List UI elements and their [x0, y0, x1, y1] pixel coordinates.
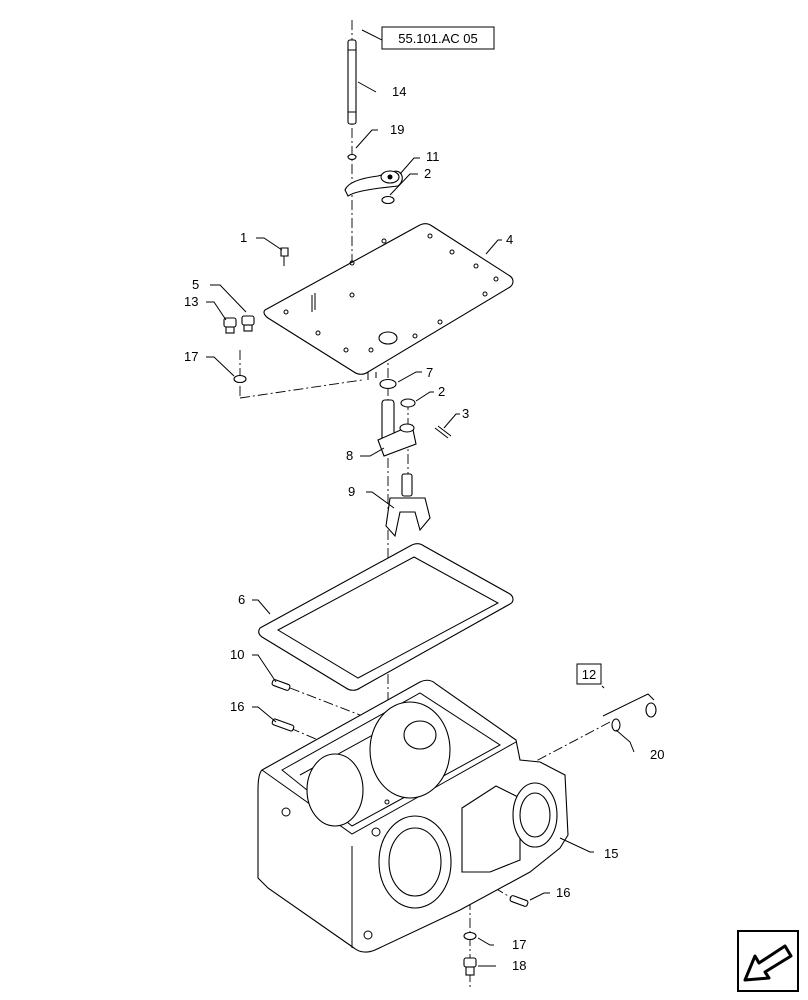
part-5-plug — [241, 315, 255, 332]
part-14-rod — [347, 39, 357, 125]
part-15-housing — [257, 679, 569, 953]
callout-9: 9 — [348, 484, 355, 499]
reference-box — [381, 26, 495, 50]
part-3-pin — [434, 427, 449, 439]
part-13-breather — [223, 317, 237, 334]
part-12-seal — [645, 702, 657, 718]
callout-2: 2 — [438, 384, 445, 399]
part-18-drain-plug — [463, 957, 477, 976]
part-1-bolt — [280, 247, 289, 266]
part-2-o-ring — [381, 195, 395, 205]
callout-1: 1 — [240, 230, 247, 245]
callout-13: 13 — [184, 294, 198, 309]
part-8-shift-shaft — [377, 399, 417, 457]
part-4-cover-plate — [263, 223, 514, 380]
leader-lines — [206, 29, 635, 967]
part-17-washer — [463, 931, 477, 941]
callout-16: 16 — [230, 699, 244, 714]
callout-4: 4 — [506, 232, 513, 247]
callout-11: 11 — [426, 149, 440, 164]
part-11-lever — [344, 170, 403, 197]
part-7-o-ring — [379, 378, 397, 390]
part-9-shift-fork — [385, 473, 431, 538]
callout-20: 20 — [650, 747, 664, 762]
callout-14: 14 — [392, 84, 406, 99]
callout-18: 18 — [512, 958, 526, 973]
kit-box-label: 12 — [582, 667, 596, 682]
previous-page-arrow-icon — [743, 944, 793, 982]
callout-17: 17 — [512, 937, 526, 952]
callout-8: 8 — [346, 448, 353, 463]
part-19-washer — [347, 153, 357, 161]
callout-10: 10 — [230, 647, 244, 662]
part-10-dowel — [271, 679, 291, 691]
callout-7: 7 — [426, 365, 433, 380]
callout-15: 15 — [604, 846, 618, 861]
part-20-washer — [611, 718, 621, 732]
part-17-washer — [233, 374, 247, 384]
callout-17: 17 — [184, 349, 198, 364]
callout-2: 2 — [424, 166, 431, 181]
callout-19: 19 — [390, 122, 404, 137]
callout-6: 6 — [238, 592, 245, 607]
part-16-dowel — [509, 895, 529, 907]
kit-box — [576, 663, 602, 685]
reference-box-label: 55.101.AC 05 — [398, 31, 478, 46]
callout-3: 3 — [462, 406, 469, 421]
previous-page-button[interactable] — [737, 930, 799, 992]
assembly-axis-line — [239, 379, 363, 399]
callout-16: 16 — [556, 885, 570, 900]
part-16-dowel — [271, 718, 295, 732]
callout-5: 5 — [192, 277, 199, 292]
part-6-gasket — [258, 543, 514, 691]
part-2-o-ring — [400, 398, 416, 408]
assembly-axis-line — [289, 687, 361, 716]
